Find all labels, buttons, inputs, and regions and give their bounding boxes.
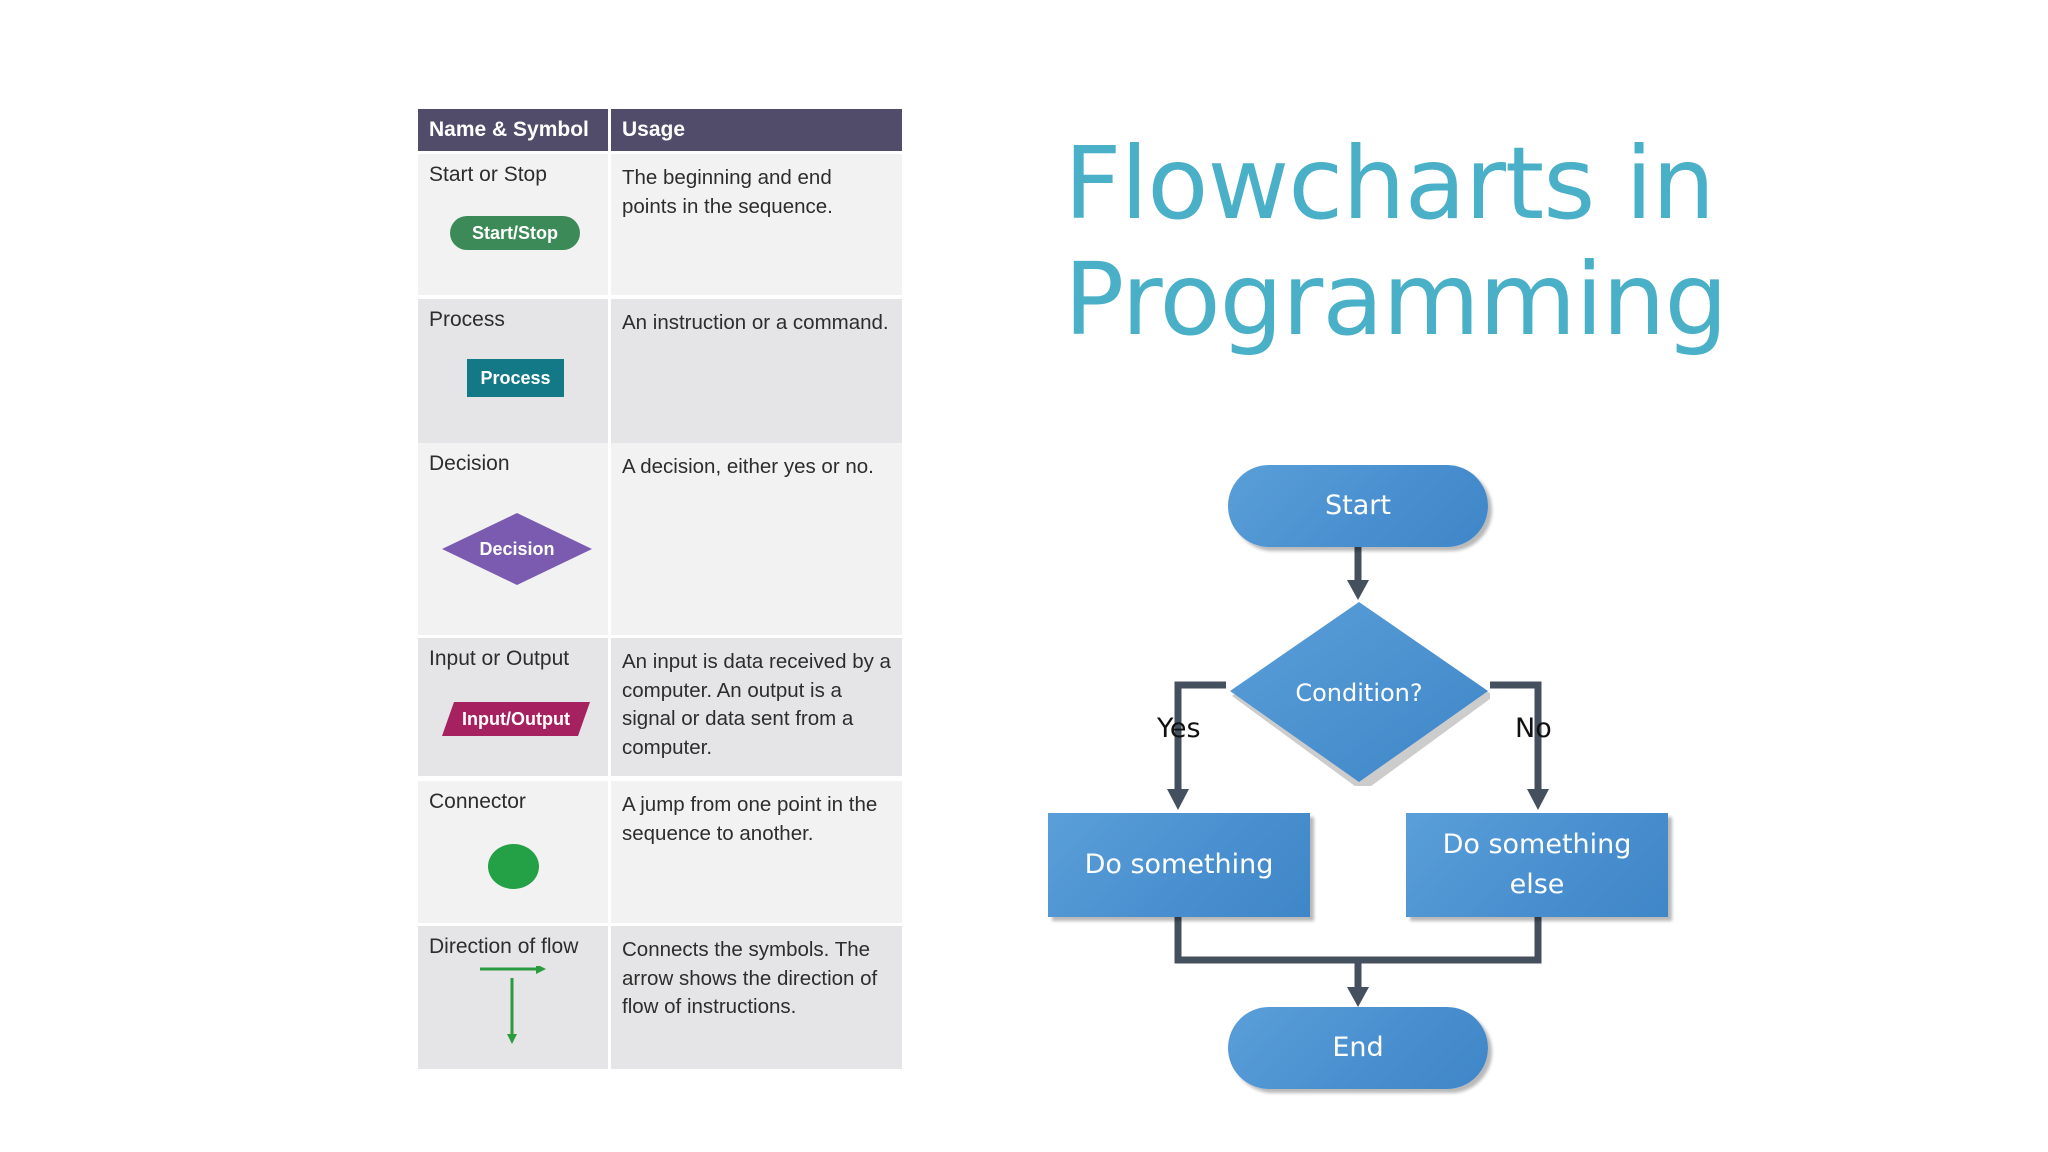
start-stop-symbol: Start/Stop [450, 216, 580, 250]
condition-diamond-shape [1230, 602, 1490, 786]
table-header: Name & Symbol Usage [418, 109, 902, 151]
flowchart-condition-node: Condition? [1228, 600, 1490, 786]
table-row-connector: Connector A jump from one point in the s… [418, 781, 902, 923]
table-row-process: Process Process An instruction or a comm… [418, 299, 902, 449]
decision-diamond-shape [442, 513, 592, 585]
row-usage: An instruction or a command. [611, 299, 902, 449]
do-something-node: Do something [1048, 813, 1310, 917]
input-output-symbol: Input/Output [442, 702, 590, 736]
table-row-input-output: Input or Output Input/Output An input is… [418, 638, 902, 776]
table-row-direction-of-flow: Direction of flow Connects the symbols. … [418, 926, 902, 1069]
header-usage: Usage [611, 109, 902, 151]
title-line-1: Flowcharts in [1064, 125, 1715, 242]
row-name: Start or Stop [429, 163, 547, 186]
flowchart-symbols-table: Name & Symbol Usage Start or Stop Start/… [418, 109, 902, 1069]
condition-label: Condition? [1295, 679, 1423, 707]
connector-symbol [488, 844, 539, 889]
row-name: Input or Output [429, 647, 570, 670]
arrow-heads [1167, 580, 1549, 1007]
header-name-symbol: Name & Symbol [418, 109, 608, 151]
connector-lines [1174, 547, 1542, 990]
flowchart-end-node: End [1228, 1007, 1488, 1089]
symbol-label: Input/Output [462, 708, 570, 729]
process-symbol: Process [467, 359, 564, 397]
row-name: Process [429, 308, 505, 331]
row-name: Direction of flow [429, 935, 579, 958]
decision-symbol: Decision [442, 513, 592, 585]
row-usage: The beginning and end points in the sequ… [611, 154, 902, 295]
row-usage: An input is data received by a computer.… [611, 638, 902, 776]
symbol-label: Decision [479, 538, 555, 559]
flowchart-connectors [1167, 547, 1549, 1007]
title-line-2: Programming [1064, 241, 1728, 358]
row-usage: A decision, either yes or no. [611, 443, 902, 635]
flow-arrows-icon [480, 966, 546, 1044]
page-title: Flowcharts in Programming [1064, 126, 1964, 358]
no-branch-label: No [1515, 713, 1552, 744]
yes-branch-label: Yes [1157, 713, 1201, 744]
row-name: Decision [429, 452, 510, 475]
example-flowchart: Start Condition? Yes No Do something Do … [1040, 455, 1680, 1095]
symbol-label: Start/Stop [471, 222, 558, 243]
symbol-label: Process [480, 367, 551, 388]
table-row-start-stop: Start or Stop Start/Stop The beginning a… [418, 154, 902, 295]
row-usage: Connects the symbols. The arrow shows th… [611, 926, 902, 1069]
flowchart-start-node: Start [1228, 465, 1488, 547]
table-row-decision: Decision Decision A decision, either yes… [418, 443, 902, 635]
parallelogram-shape [442, 702, 590, 736]
do-something-else-node: Do something else [1406, 813, 1668, 917]
row-name: Connector [429, 790, 526, 813]
row-usage: A jump from one point in the sequence to… [611, 781, 902, 923]
